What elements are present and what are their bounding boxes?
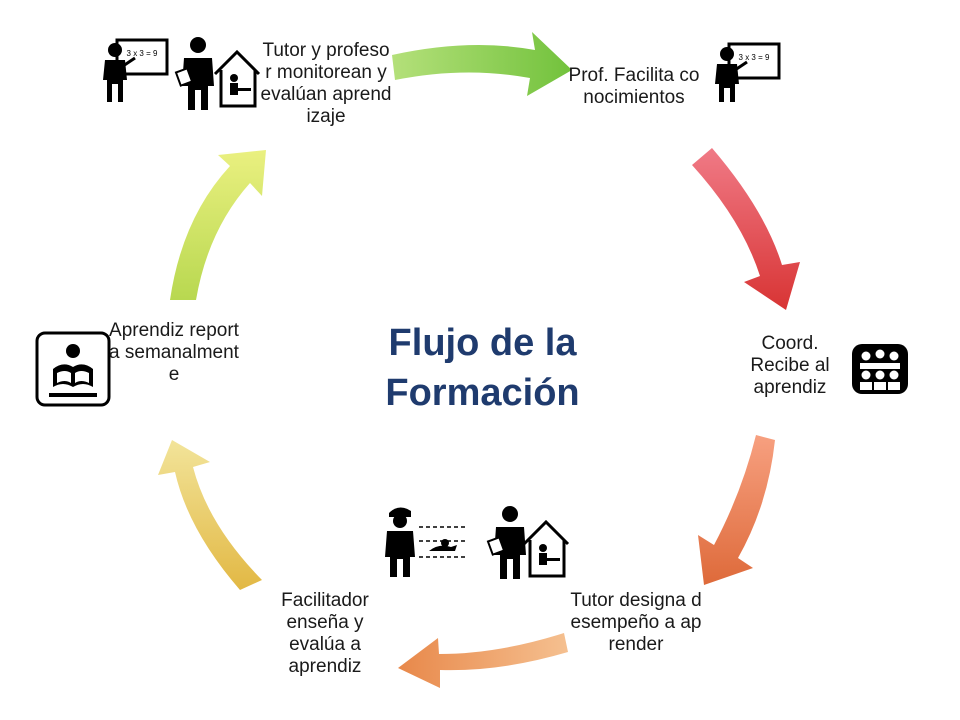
- title-line-2: Formación: [385, 372, 580, 414]
- diagram-title: Flujo de la Formación: [340, 318, 625, 418]
- house-desk-icon: [213, 49, 261, 108]
- step-label-prof: Prof. Facilita conocimientos: [568, 65, 700, 108]
- coach-swimmer-icon: [385, 507, 465, 577]
- arrow-bottom: [398, 633, 568, 688]
- teacher-board-icon: 3 x 3 = 9: [103, 38, 169, 102]
- tutor-clipboard-icon: [174, 37, 214, 110]
- title-line-1: Flujo de la: [388, 322, 577, 364]
- step-label-facil: Facilitador enseña y evalúa a aprendiz: [281, 590, 369, 677]
- teacher-board-icon: 3 x 3 = 9: [715, 42, 781, 102]
- house-desk-icon: [522, 519, 570, 578]
- arrow-left-lower: [158, 440, 262, 590]
- arrow-right-lower: [698, 435, 775, 585]
- step-label-monitor: Tutor y profesor monitorean y evalúan ap…: [260, 40, 392, 127]
- group-meeting-icon: [852, 344, 908, 394]
- step-label-tutor: Tutor designa desempeño a aprender: [570, 590, 702, 655]
- step-label-coord: Coord. Recibe al aprendiz: [750, 333, 830, 398]
- student-reading-icon: [35, 331, 111, 407]
- svg-text:3 x 3 = 9: 3 x 3 = 9: [739, 53, 770, 62]
- arrow-top: [392, 32, 572, 96]
- arrow-left-upper: [170, 150, 266, 300]
- svg-text:3 x 3 = 9: 3 x 3 = 9: [127, 49, 158, 58]
- arrow-right-upper: [692, 148, 800, 310]
- step-label-reporta: Aprendiz reporta semanalmente: [109, 320, 239, 385]
- tutor-clipboard-icon: [486, 506, 526, 579]
